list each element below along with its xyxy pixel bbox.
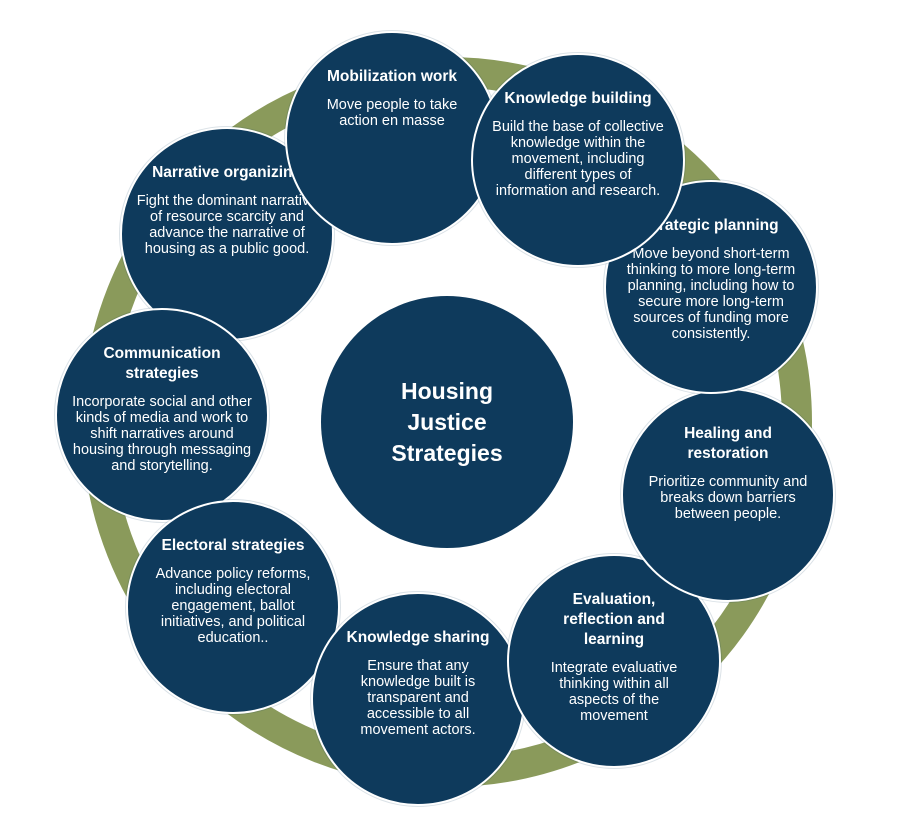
node-description: Build the base of collective knowledge w…: [492, 119, 664, 199]
node-healing-restoration: Healing and restoration Prioritize commu…: [621, 388, 835, 602]
node-title: Narrative organizing: [152, 164, 302, 181]
node-title: Healing and restoration: [684, 425, 772, 462]
node-description: Move people to take action en masse: [326, 97, 458, 129]
node-title: Evaluation, reflection and learning: [563, 591, 665, 648]
node-description: Ensure that any knowledge built is trans…: [360, 658, 476, 738]
node-mobilization-work: Mobilization work Move people to take ac…: [285, 31, 499, 245]
node-description: Advance policy reforms, including electo…: [155, 566, 311, 646]
center-circle: Housing Justice Strategies: [321, 296, 573, 548]
node-title: Knowledge sharing: [346, 629, 490, 646]
center-title: Housing Justice Strategies: [391, 377, 503, 466]
node-title: Electoral strategies: [161, 537, 305, 554]
node-title: Mobilization work: [326, 68, 458, 85]
node-knowledge-building: Knowledge building Build the base of col…: [471, 53, 685, 267]
node-electoral-strategies: Electoral strategies Advance policy refo…: [126, 500, 340, 714]
node-communication-strategies: Communication strategies Incorporate soc…: [55, 308, 269, 522]
node-title: Knowledge building: [504, 90, 652, 107]
node-description: Integrate evaluative thinking within all…: [550, 660, 678, 724]
node-description: Prioritize community and breaks down bar…: [648, 474, 808, 522]
node-knowledge-sharing: Knowledge sharing Ensure that any knowle…: [311, 592, 525, 806]
node-title: Communication strategies: [103, 345, 221, 382]
node-description: Fight the dominant narrative of resource…: [136, 193, 318, 257]
node-description: Incorporate social and other kinds of me…: [72, 394, 252, 474]
node-title: Strategic planning: [643, 217, 779, 234]
node-description: Move beyond short-term thinking to more …: [626, 246, 796, 342]
